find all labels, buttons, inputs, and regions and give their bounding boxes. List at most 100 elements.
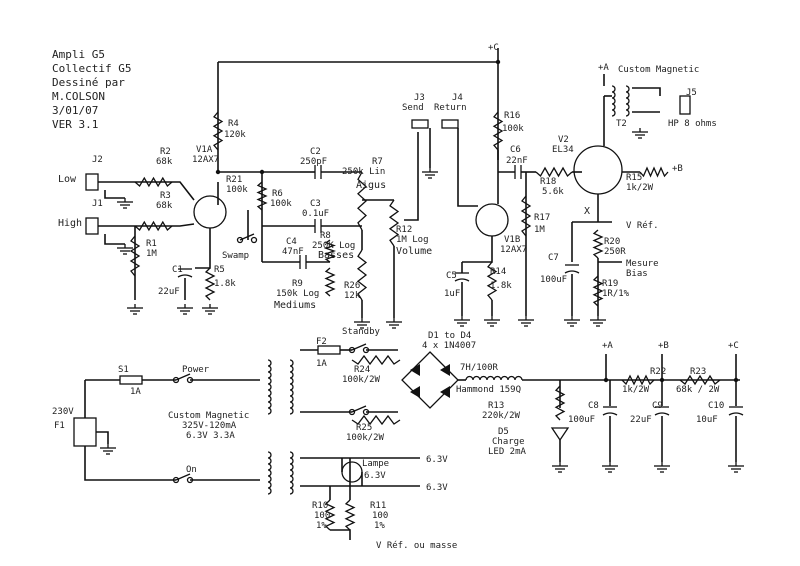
switch-contact	[236, 236, 244, 244]
transformer-coil	[611, 85, 616, 117]
diode-arrow	[410, 386, 420, 398]
resistor	[486, 261, 498, 301]
wire	[457, 128, 478, 207]
input-jack-j1	[85, 217, 99, 235]
rail-c-top-label: +C	[488, 43, 499, 53]
on-label: On	[186, 465, 197, 475]
f2-value: 1A	[316, 359, 327, 369]
aigus-label: Aigus	[356, 180, 386, 191]
switch-lever	[175, 473, 191, 481]
r22-value: 1k/2W	[622, 385, 650, 395]
r9-label: R9	[292, 279, 303, 289]
wire	[104, 190, 125, 199]
resistor	[351, 414, 401, 426]
c10-value: 10uF	[696, 415, 718, 425]
diode-arrow	[440, 364, 450, 376]
r11-tolerance: 1%	[374, 521, 385, 531]
f1-label: F1	[54, 421, 65, 431]
wire	[330, 529, 351, 540]
d1d4-value: 4 x 1N4007	[422, 341, 476, 351]
d5-led: LED 2mA	[488, 447, 527, 457]
resistor	[344, 499, 356, 531]
resistor	[356, 249, 368, 301]
resistor	[592, 229, 604, 259]
c3-value: 0.1uF	[302, 209, 329, 219]
r12-value: 1M Log	[396, 235, 429, 245]
wire	[104, 234, 125, 245]
c4-label: C4	[286, 237, 297, 247]
psu-transformer-secondary: 325V-120mA	[182, 421, 237, 431]
r21-value: 100k	[226, 185, 248, 195]
input-high-label: High	[58, 218, 82, 229]
r5-label: R5	[214, 265, 225, 275]
lampe-value: 6.3V	[364, 471, 386, 481]
switch-contact	[172, 376, 180, 384]
r24-value: 100k/2W	[342, 375, 381, 385]
resistor	[212, 111, 224, 151]
c1-value: 22uF	[158, 287, 180, 297]
v1b-label: V1B	[504, 235, 520, 245]
d1d4-label: D1 to D4	[428, 331, 471, 341]
psu-rail-b-label: +B	[658, 341, 669, 351]
resistor	[535, 166, 573, 178]
resistor	[520, 195, 532, 237]
c4-value: 47nF	[282, 247, 304, 257]
d5-charge: Charge	[492, 437, 525, 447]
v2-type: EL34	[552, 145, 574, 155]
choke-value: 7H/100R	[460, 363, 499, 373]
mains-voltage-label: 230V	[52, 407, 74, 417]
transformer-coil	[289, 359, 294, 415]
hp-label: HP 8 ohms	[668, 119, 717, 129]
mesure-label: Mesure	[626, 259, 659, 269]
r12-label: R12	[396, 225, 412, 235]
d5-label: D5	[498, 427, 509, 437]
r3-label: R3	[160, 191, 171, 201]
c1-label: C1	[172, 265, 183, 275]
resistor	[357, 171, 367, 231]
c7-label: C7	[548, 253, 559, 263]
r23-value: 68k / 2W	[676, 385, 720, 395]
transformer-coil	[289, 451, 294, 495]
heater-6v3-lower: 6.3V	[426, 483, 448, 493]
rail-a-top-label: +A	[598, 63, 609, 73]
fuse-f1	[119, 375, 143, 385]
r7-label: R7	[372, 157, 383, 167]
r11-label: R11	[370, 501, 386, 511]
r19-value: 1R/1%	[602, 289, 630, 299]
r17-label: R17	[534, 213, 550, 223]
r23-label: R23	[690, 367, 706, 377]
wire	[462, 236, 493, 263]
resistor	[679, 374, 721, 386]
r3-value: 68k	[156, 201, 173, 211]
r26-label: R26	[344, 281, 360, 291]
f2-label: F2	[316, 337, 327, 347]
capacitor	[602, 412, 618, 416]
components	[73, 85, 744, 531]
r17-value: 1M	[534, 225, 545, 235]
heater-6v3-upper: 6.3V	[426, 455, 448, 465]
switch-contact	[172, 476, 180, 484]
choke-coil	[465, 375, 523, 381]
s1-value: 1A	[130, 387, 141, 397]
c6-value: 22nF	[506, 156, 528, 166]
c10-label: C10	[708, 401, 724, 411]
capacitor	[177, 274, 193, 278]
title-line-5: 3/01/07	[52, 104, 98, 117]
switch-contact	[250, 236, 258, 244]
c7-value: 100uF	[540, 275, 567, 285]
psu-rail-c-label: +C	[728, 341, 739, 351]
v2-label: V2	[558, 135, 569, 145]
capacitor	[564, 270, 580, 274]
r24-label: R24	[354, 365, 370, 375]
transformer-coil	[267, 451, 272, 495]
r1-value: 1M	[146, 249, 157, 259]
c9-label: C9	[652, 401, 663, 411]
r13-label: R13	[488, 401, 504, 411]
wire	[120, 181, 195, 201]
psu-transformer-name: Custom Magnetic	[168, 411, 249, 421]
wire	[84, 446, 176, 481]
switch-contact	[186, 476, 194, 484]
resistor	[204, 267, 216, 301]
custom-mag-out-label: Custom Magnetic	[618, 65, 699, 75]
